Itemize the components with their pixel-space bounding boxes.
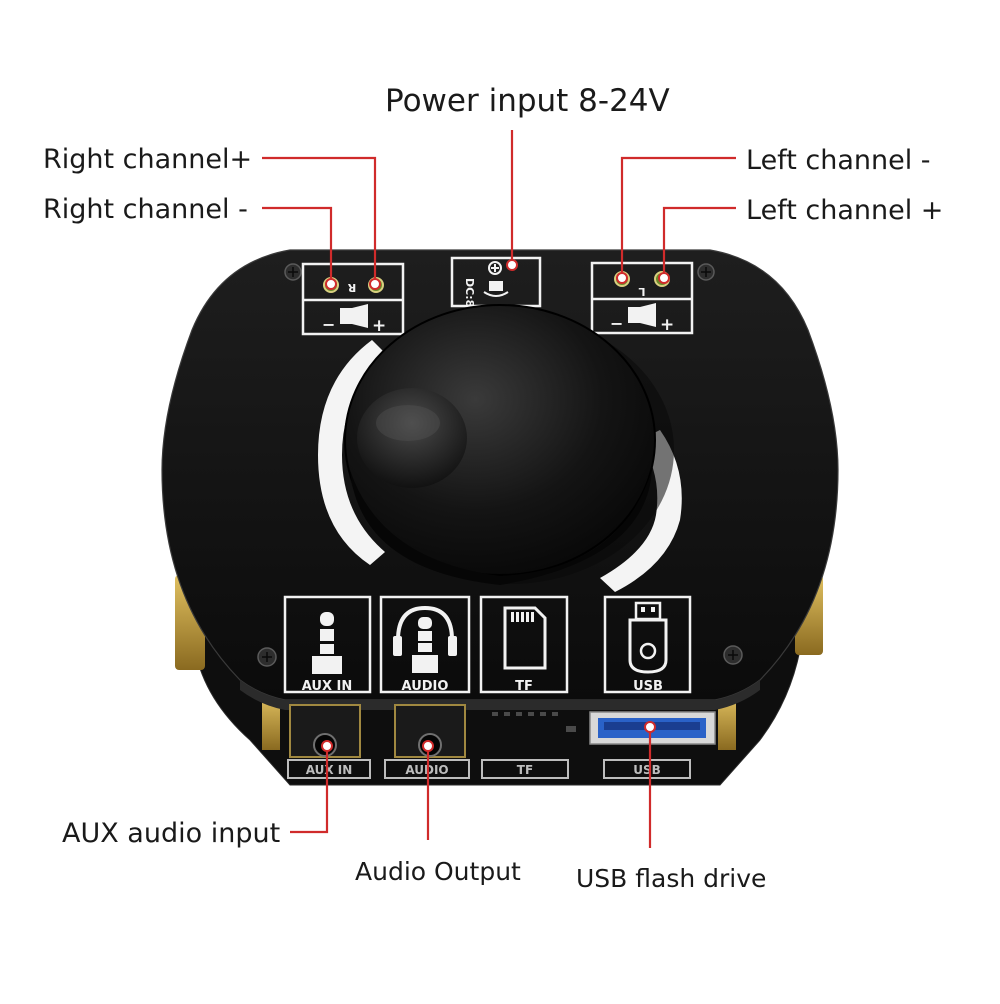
knob-dimple: [357, 388, 467, 488]
usb-label: USB: [633, 679, 663, 694]
leader-left-plus: [662, 206, 736, 278]
callout-audio-output: Audio Output: [355, 857, 521, 886]
sd-card-icon: [503, 606, 547, 670]
leader-aux: [290, 746, 329, 834]
callout-left-channel-minus: Left channel -: [746, 145, 931, 176]
tf-label: TF: [515, 679, 533, 694]
power-jack-icon: [483, 261, 509, 297]
aux-in-box: AUX IN: [283, 595, 372, 694]
lower-usb-label: USB: [633, 763, 661, 777]
leader-lines: [262, 130, 736, 848]
speaker-l-label: L: [638, 285, 645, 298]
leader-right-minus: [262, 206, 333, 284]
aux-plug-icon: [312, 612, 342, 674]
callout-right-channel-minus: Right channel -: [43, 194, 248, 225]
callout-right-channel-plus: Right channel+: [43, 144, 253, 175]
leader-endpoints: [321, 259, 670, 752]
speaker-icon: [340, 304, 368, 328]
gold-strip-front-left: [262, 695, 280, 750]
smd-components: [492, 712, 576, 732]
tf-box: TF: [479, 595, 569, 694]
lower-tf-label: TF: [517, 763, 533, 777]
headphones-icon: [393, 605, 457, 673]
callout-usb-flash-drive: USB flash drive: [576, 864, 767, 893]
leader-left-minus: [620, 156, 736, 278]
usb-box: USB: [603, 595, 692, 694]
callout-power-input: Power input 8-24V: [385, 83, 670, 119]
aux-in-label: AUX IN: [302, 679, 352, 694]
speaker-icon-left: [628, 303, 656, 327]
callout-aux-audio-input: AUX audio input: [62, 818, 281, 849]
speaker-r-label: R: [347, 281, 356, 294]
audio-label: AUDIO: [402, 679, 449, 694]
top-board-edge: [240, 680, 760, 710]
callout-left-channel-plus: Left channel +: [746, 195, 944, 226]
lower-aux-label: AUX IN: [306, 763, 353, 777]
dc-label: DC:8: [463, 278, 476, 307]
speaker-r-plus-sign: +: [372, 316, 386, 336]
volume-scale-arc: [318, 340, 388, 565]
speaker-r-minus-sign: −: [322, 315, 335, 334]
speaker-l-plus-sign: +: [660, 315, 674, 335]
gold-strip-front-right: [718, 695, 736, 750]
leader-right-plus: [262, 156, 377, 284]
speaker-l-minus-sign: −: [610, 314, 623, 333]
volume-knob[interactable]: [344, 304, 674, 585]
usb-drive-icon: [628, 601, 668, 674]
audio-box: AUDIO: [379, 595, 471, 694]
